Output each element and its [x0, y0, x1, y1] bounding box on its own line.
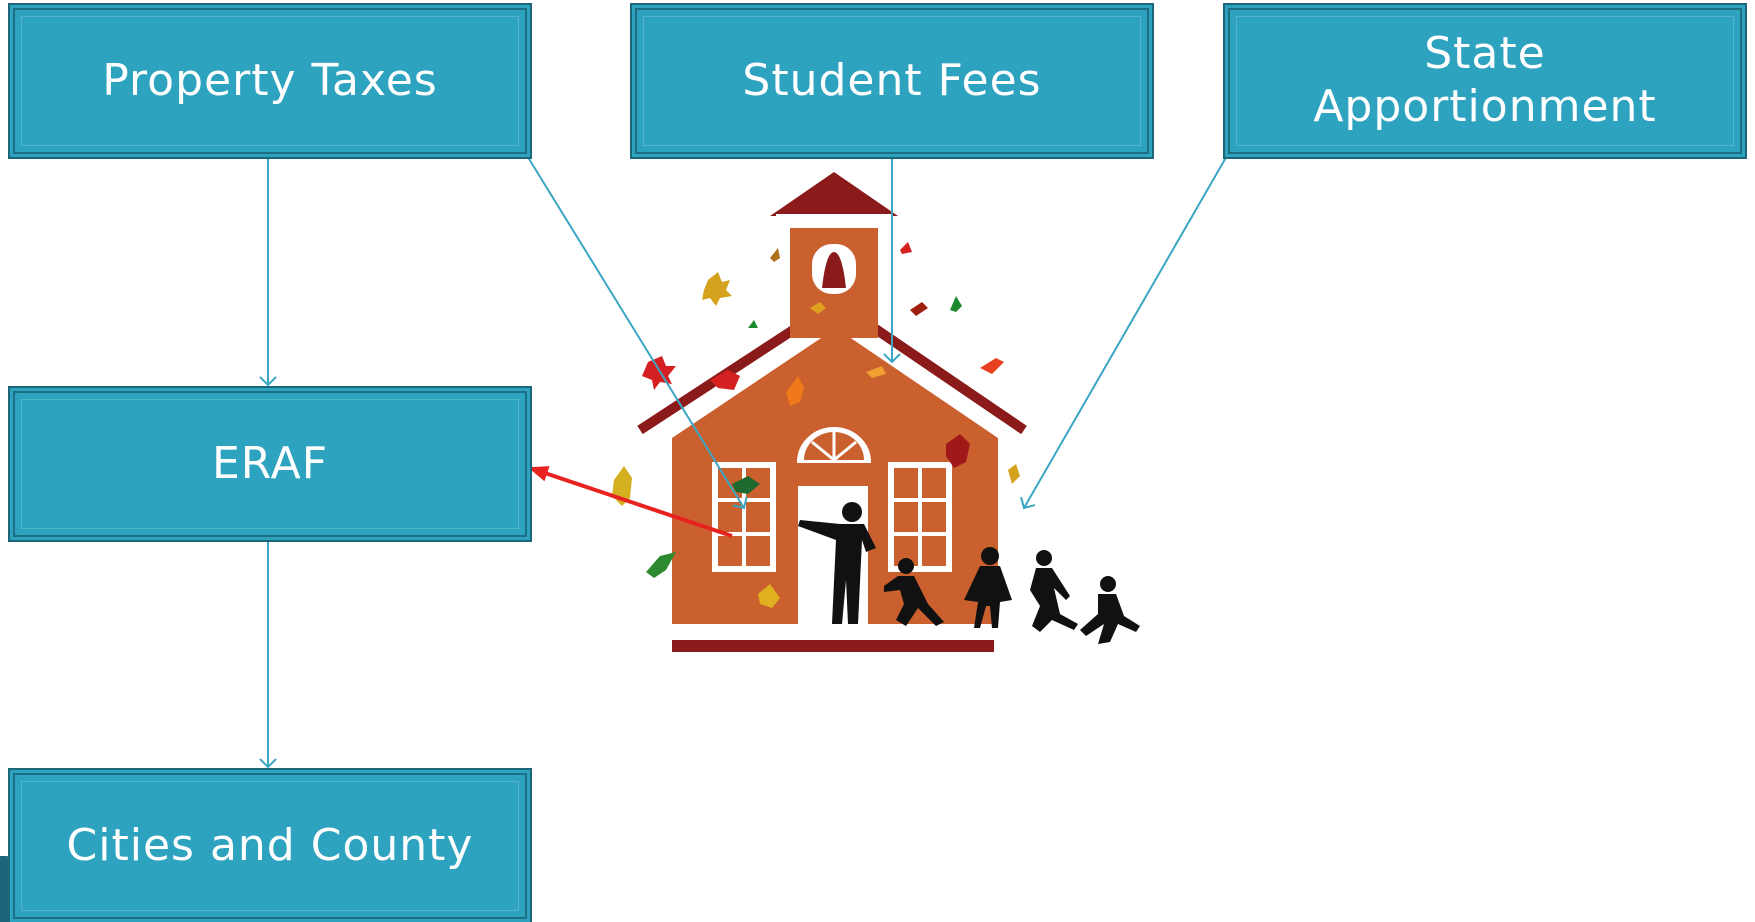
cities-and-county-box: Cities and County	[10, 770, 530, 922]
schoolhouse-illustration	[637, 172, 1027, 652]
connector-property-to-school	[525, 153, 748, 510]
property-taxes-label: Property Taxes	[102, 54, 438, 106]
eraf-label: ERAF	[212, 437, 328, 489]
connector-state-to-school	[1020, 153, 1229, 510]
cities-and-county-label: Cities and County	[66, 819, 474, 871]
autumn-leaves	[612, 242, 1020, 608]
state-apportionment-line2: Apportionment	[1313, 81, 1657, 132]
eraf-box: ERAF	[10, 388, 530, 540]
state-apportionment-box: State Apportionment	[1225, 5, 1745, 157]
state-apportionment-line1: State	[1424, 28, 1546, 80]
student-fees-box: Student Fees	[632, 5, 1152, 157]
teacher-and-children-silhouettes	[798, 502, 1140, 644]
student-fees-label: Student Fees	[742, 54, 1042, 106]
property-taxes-box: Property Taxes	[10, 5, 530, 157]
state-apportionment-label: State Apportionment	[1313, 28, 1656, 134]
transfer-arrow-school-to-eraf	[528, 466, 733, 538]
slide-corner-decoration	[0, 856, 16, 922]
